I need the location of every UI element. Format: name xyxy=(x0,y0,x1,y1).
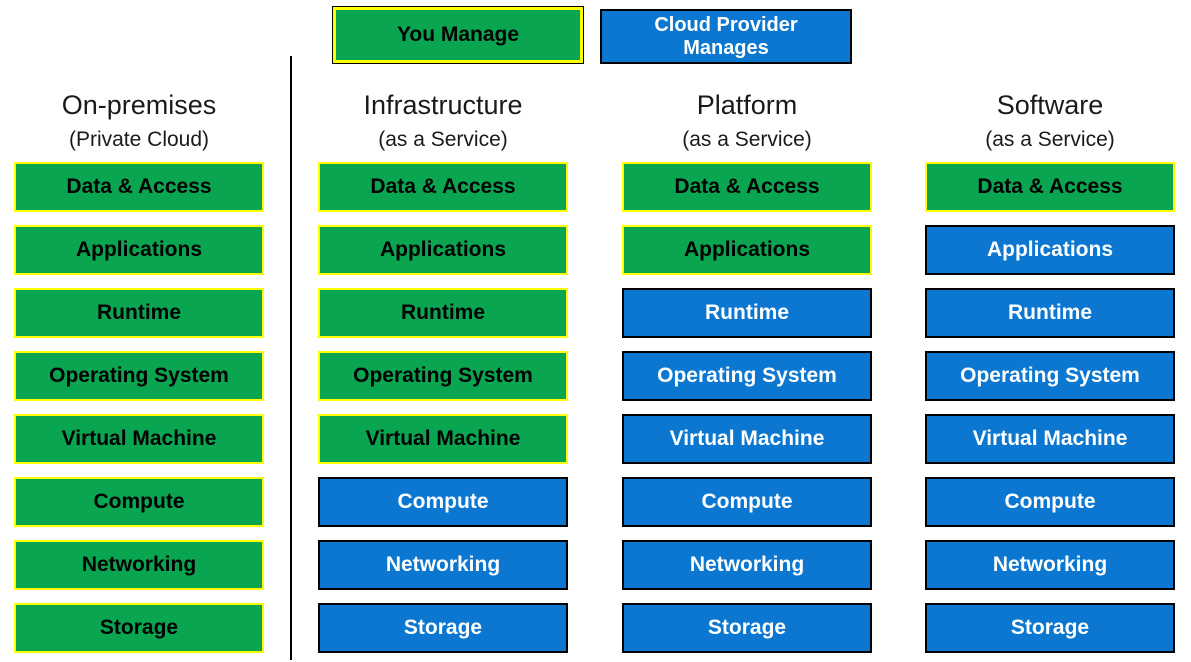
column-iaas: Infrastructure (as a Service) Data & Acc… xyxy=(318,85,568,653)
layer-box-operating-system: Operating System xyxy=(14,351,264,401)
layer-box-networking: Networking xyxy=(622,540,872,590)
layer-box-compute: Compute xyxy=(622,477,872,527)
layer-box-data-access: Data & Access xyxy=(622,162,872,212)
column-subtitle: (as a Service) xyxy=(378,128,508,151)
layer-box-storage: Storage xyxy=(925,603,1175,653)
layer-box-data-access: Data & Access xyxy=(14,162,264,212)
column-paas: Platform (as a Service) Data & Access Ap… xyxy=(622,85,872,653)
layer-box-applications: Applications xyxy=(318,225,568,275)
column-subtitle: (Private Cloud) xyxy=(68,128,210,151)
layer-box-storage: Storage xyxy=(622,603,872,653)
column-title: Infrastructure xyxy=(363,90,523,120)
vertical-divider xyxy=(290,56,292,660)
layer-box-networking: Networking xyxy=(925,540,1175,590)
column-subtitle: (as a Service) xyxy=(682,128,812,151)
layer-stack: Data & Access Applications Runtime Opera… xyxy=(925,162,1175,653)
column-title: Software xyxy=(996,90,1104,120)
layer-box-virtual-machine: Virtual Machine xyxy=(925,414,1175,464)
layer-box-runtime: Runtime xyxy=(318,288,568,338)
column-saas: Software (as a Service) Data & Access Ap… xyxy=(925,85,1175,653)
layer-stack: Data & Access Applications Runtime Opera… xyxy=(14,162,264,653)
legend-cloud-provider-manages: Cloud Provider Manages xyxy=(600,9,852,64)
layer-box-virtual-machine: Virtual Machine xyxy=(14,414,264,464)
layer-stack: Data & Access Applications Runtime Opera… xyxy=(318,162,568,653)
layer-box-networking: Networking xyxy=(318,540,568,590)
layer-box-operating-system: Operating System xyxy=(925,351,1175,401)
layer-box-operating-system: Operating System xyxy=(622,351,872,401)
layer-box-storage: Storage xyxy=(14,603,264,653)
column-title: Platform xyxy=(696,90,798,120)
column-on-premises: On-premises (Private Cloud) Data & Acces… xyxy=(14,85,264,653)
legend-you-manage: You Manage xyxy=(332,6,584,64)
layer-box-data-access: Data & Access xyxy=(318,162,568,212)
layer-box-compute: Compute xyxy=(318,477,568,527)
layer-box-runtime: Runtime xyxy=(925,288,1175,338)
layer-box-data-access: Data & Access xyxy=(925,162,1175,212)
layer-box-applications: Applications xyxy=(925,225,1175,275)
layer-box-applications: Applications xyxy=(14,225,264,275)
layer-box-virtual-machine: Virtual Machine xyxy=(318,414,568,464)
layer-stack: Data & Access Applications Runtime Opera… xyxy=(622,162,872,653)
layer-box-runtime: Runtime xyxy=(622,288,872,338)
layer-box-networking: Networking xyxy=(14,540,264,590)
layer-box-virtual-machine: Virtual Machine xyxy=(622,414,872,464)
column-title: On-premises xyxy=(61,90,217,120)
layer-box-operating-system: Operating System xyxy=(318,351,568,401)
layer-box-runtime: Runtime xyxy=(14,288,264,338)
layer-box-compute: Compute xyxy=(14,477,264,527)
layer-box-compute: Compute xyxy=(925,477,1175,527)
layer-box-storage: Storage xyxy=(318,603,568,653)
column-subtitle: (as a Service) xyxy=(985,128,1115,151)
layer-box-applications: Applications xyxy=(622,225,872,275)
